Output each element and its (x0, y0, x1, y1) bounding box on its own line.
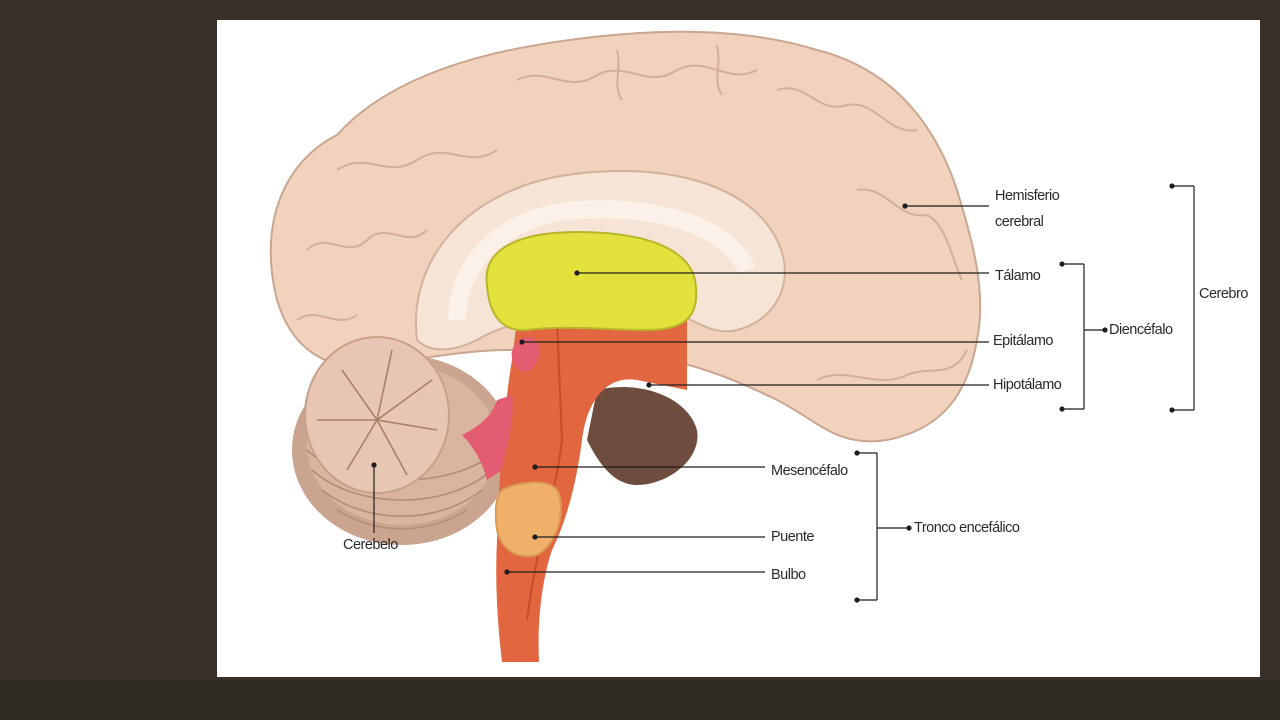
label-cerebro: Cerebro (1199, 286, 1248, 302)
cerebellum-shape (292, 336, 512, 545)
tegmentum-shape (587, 386, 698, 485)
label-hipotalamo: Hipotálamo (993, 377, 1062, 393)
brain-illustration (269, 30, 1195, 662)
leader-lines (371, 183, 1195, 603)
label-diencefalo: Diencéfalo (1109, 322, 1173, 338)
label-mesencefalo: Mesencéfalo (771, 463, 848, 479)
label-hemisferio-line1: Hemisferio (995, 188, 1060, 204)
label-epitalamo: Epitálamo (993, 333, 1053, 349)
thalamus-shape (485, 230, 698, 332)
label-puente: Puente (771, 529, 814, 545)
label-bulbo: Bulbo (771, 567, 806, 583)
bottom-band (0, 680, 1280, 720)
pons-shape (494, 481, 562, 558)
label-tronco: Tronco encefálico (914, 520, 1020, 536)
cerebrum-gyri (296, 44, 968, 381)
label-cerebelo: Cerebelo (343, 537, 398, 553)
epithalamus-shape (511, 337, 540, 372)
label-talamo: Tálamo (995, 268, 1041, 284)
brainstem-shape (496, 320, 687, 662)
brain-diagram: Hemisferio cerebral Tálamo Epitálamo Hip… (217, 20, 1260, 677)
label-hemisferio-line2: cerebral (995, 214, 1044, 230)
